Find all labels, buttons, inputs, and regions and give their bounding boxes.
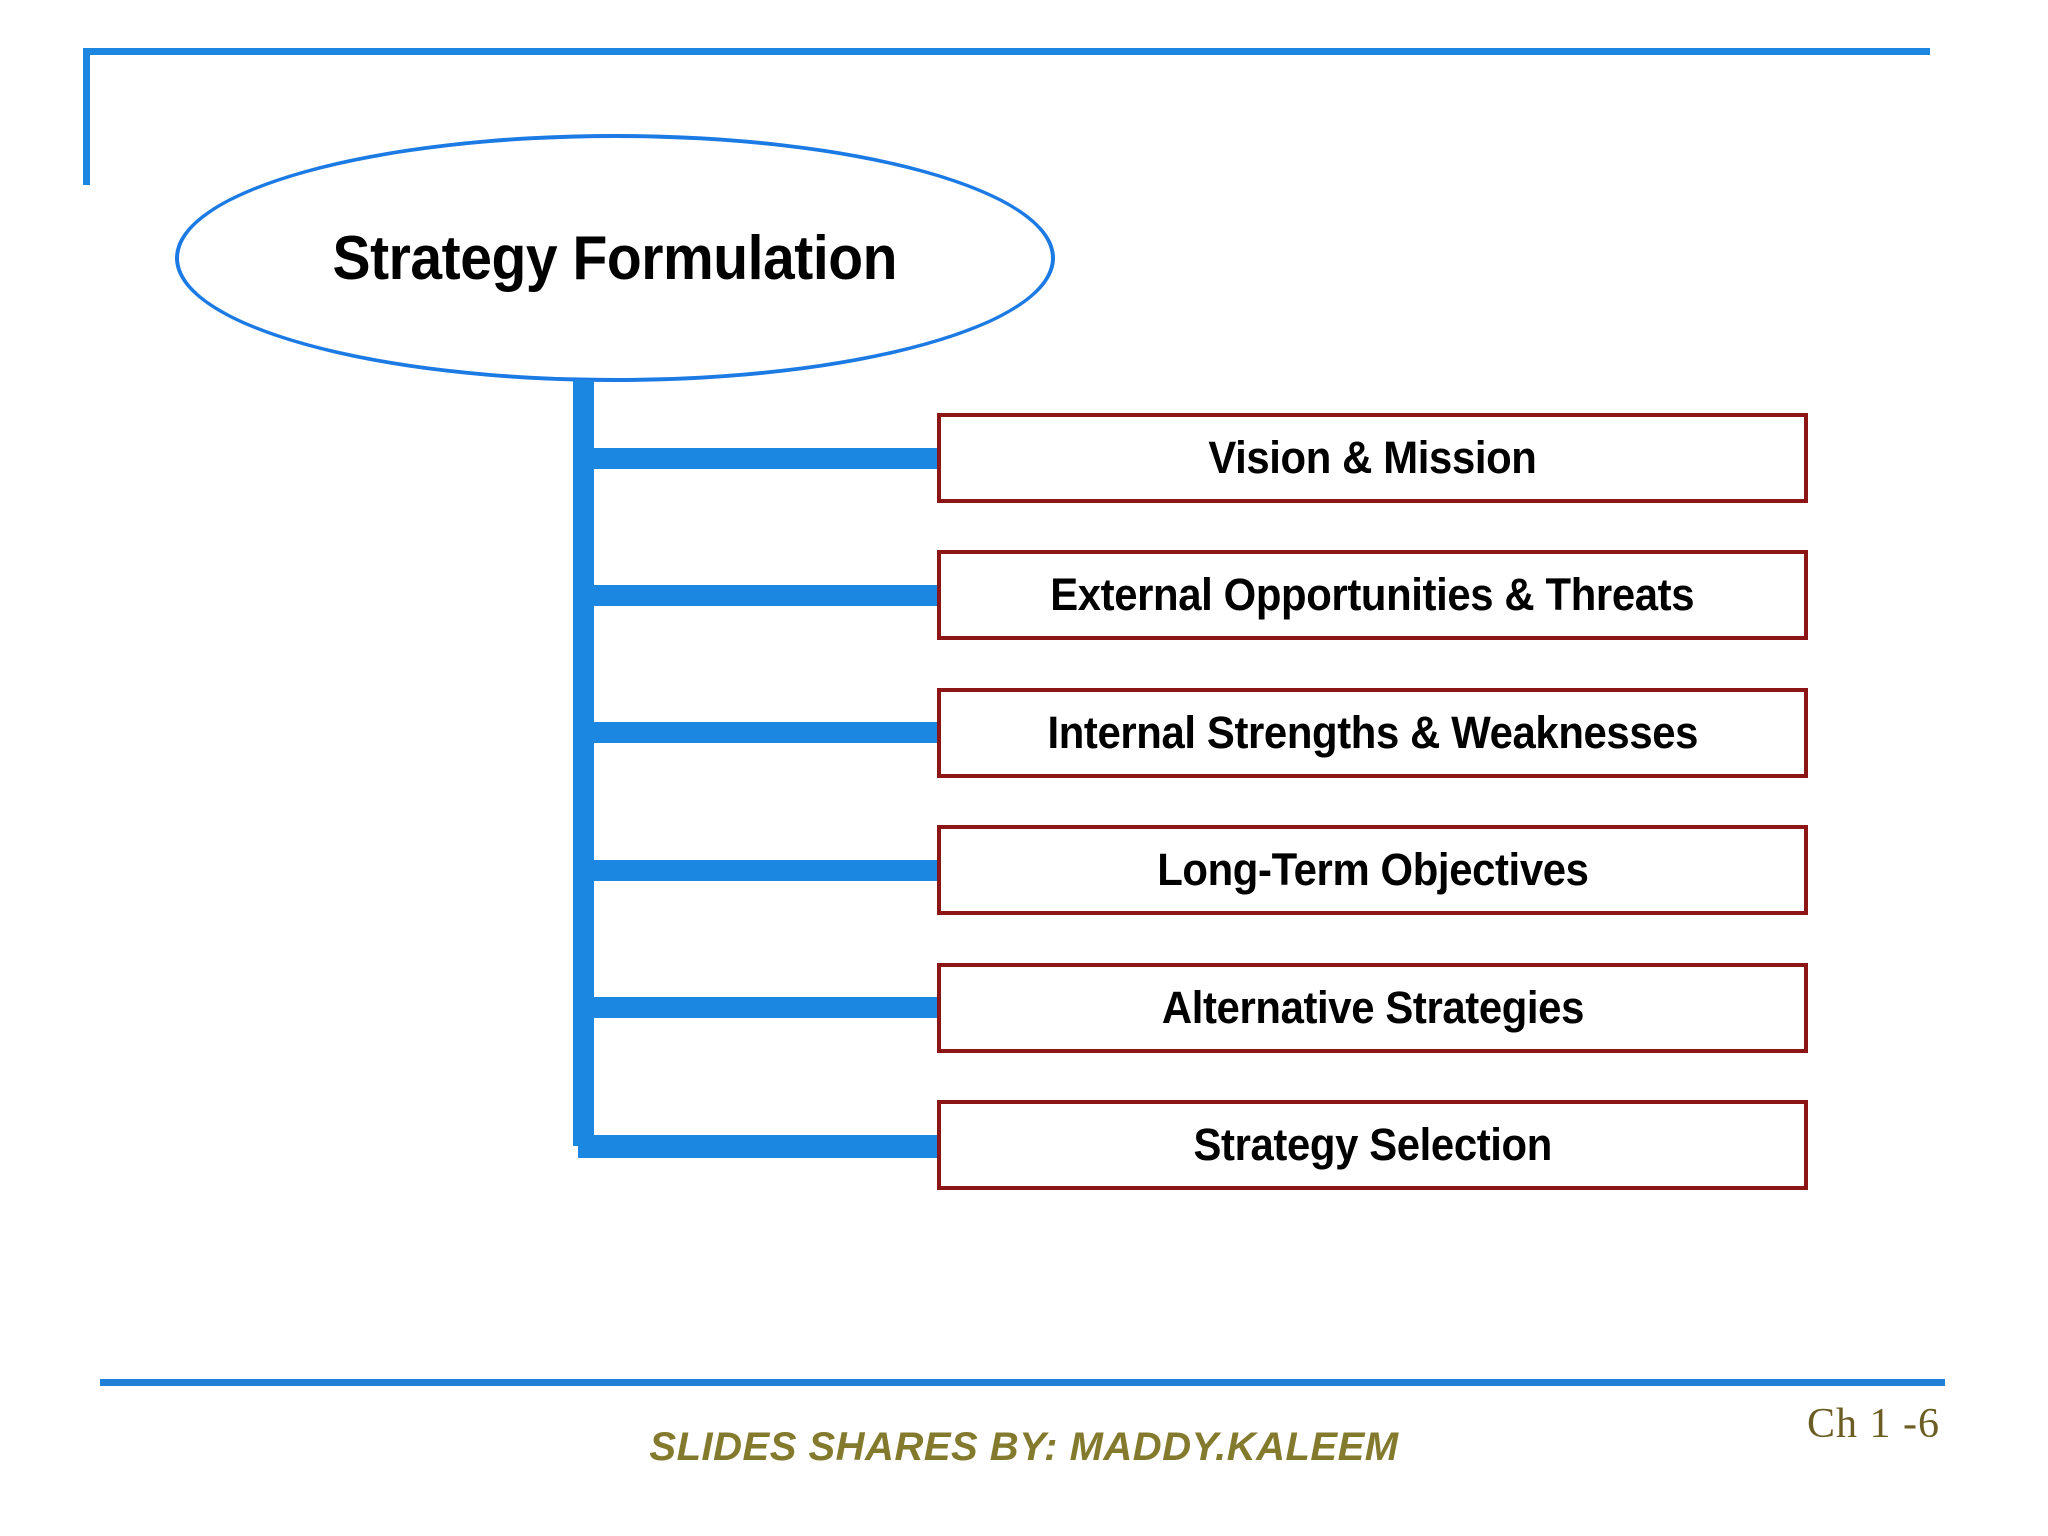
diagram-root-node: Strategy Formulation xyxy=(175,134,1055,382)
diagram-node-label: Vision & Mission xyxy=(1208,432,1537,483)
connector-trunk xyxy=(573,380,594,1146)
connector-stub-3 xyxy=(573,722,943,743)
diagram-node-vision-mission: Vision & Mission xyxy=(937,413,1808,503)
footer-credit-text: SLIDES SHARES BY: MADDY.KALEEM xyxy=(649,1425,1399,1469)
diagram-node-internal-strengths-weaknesses: Internal Strengths & Weaknesses xyxy=(937,688,1808,778)
diagram-node-label: External Opportunities & Threats xyxy=(1050,569,1695,620)
diagram-node-alternative-strategies: Alternative Strategies xyxy=(937,963,1808,1053)
diagram-node-label: Long-Term Objectives xyxy=(1156,844,1589,895)
diagram-node-long-term-objectives: Long-Term Objectives xyxy=(937,825,1808,915)
diagram-node-external-opportunities-threats: External Opportunities & Threats xyxy=(937,550,1808,640)
connector-stub-6 xyxy=(578,1135,943,1158)
connector-stub-4 xyxy=(573,860,943,881)
top-bracket-vertical-rule xyxy=(83,48,90,185)
diagram-node-label: Alternative Strategies xyxy=(1161,982,1584,1033)
diagram-node-strategy-selection: Strategy Selection xyxy=(937,1100,1808,1190)
diagram-root-node-label: Strategy Formulation xyxy=(332,223,898,293)
connector-stub-1 xyxy=(573,448,943,469)
footer-rule xyxy=(100,1379,1945,1386)
connector-stub-5 xyxy=(573,997,943,1018)
footer-page-number: Ch 1 -6 xyxy=(1807,1401,1940,1447)
top-bracket-horizontal-rule xyxy=(83,48,1930,55)
diagram-node-label: Internal Strengths & Weaknesses xyxy=(1047,707,1698,758)
connector-stub-2 xyxy=(573,585,943,606)
diagram-node-label: Strategy Selection xyxy=(1193,1119,1552,1170)
